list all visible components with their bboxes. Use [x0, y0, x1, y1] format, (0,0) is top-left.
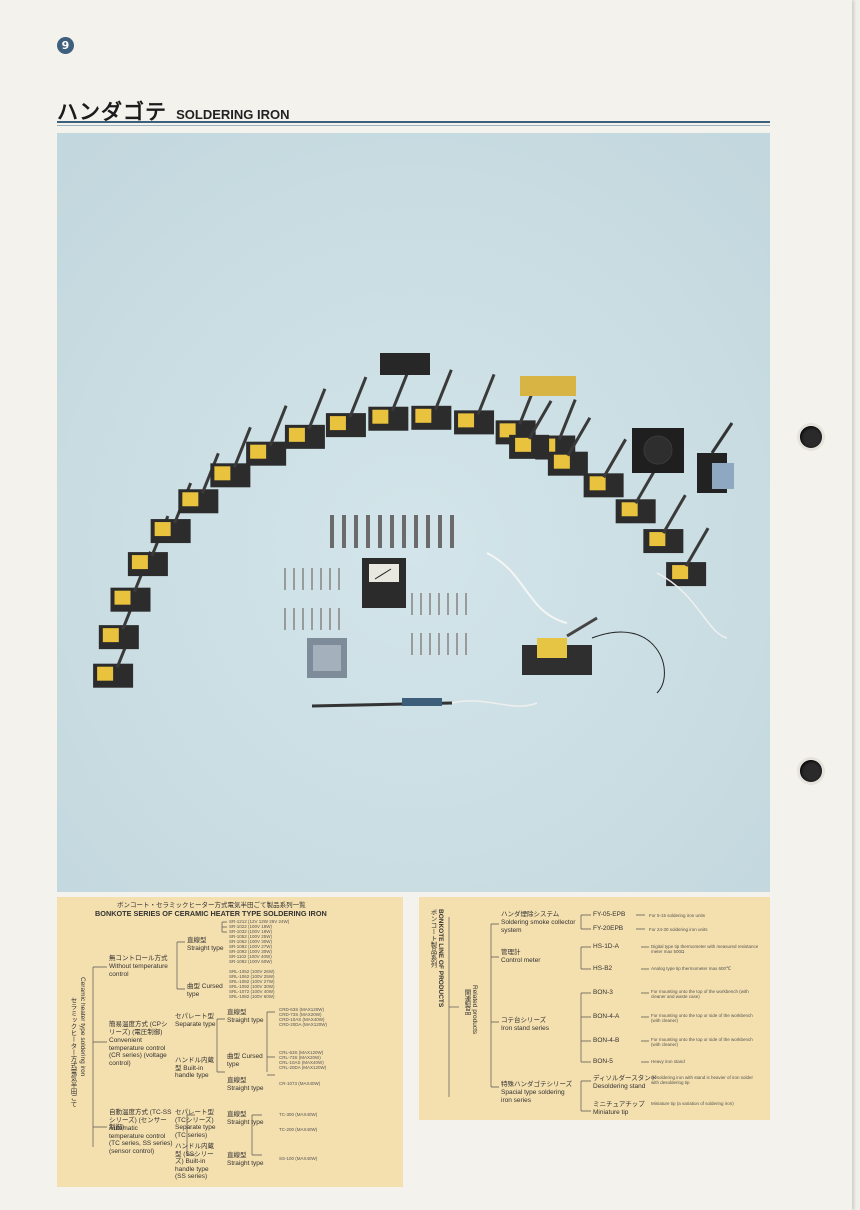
title-japanese: ハンダゴテ: [57, 100, 167, 124]
note-desolder: Desoldering iron with stand is heavier o…: [651, 1075, 754, 1085]
bonkote-line-chart: ボンコート製品系列 BONKOTE LINE OF PRODUCTS 関連製品 …: [419, 897, 770, 1120]
group-smoke-jp: ハンダ煙除システム: [501, 911, 560, 918]
miniature-tip-en: Miniature tip: [593, 1109, 629, 1116]
model-bon4a: BON-4-A: [593, 1013, 620, 1020]
note-bon3: For mounting onto the top of the workben…: [651, 989, 749, 999]
bonkote-series-chart: ボンコート・セラミックヒーター方式電気半田ごて製品系列一覧 BONKOTE SE…: [57, 897, 403, 1187]
binder-hole-bottom: [800, 760, 822, 782]
product-photo: [57, 133, 770, 892]
note-bon4b: For mounting onto the top or side of the…: [651, 1037, 753, 1047]
title-english: SOLDERING IRON: [176, 107, 290, 122]
line-chart-root-jp: ボンコート製品系列: [429, 909, 436, 968]
models-cursed-1: SRL-1052 (100V 26W)SRL-1062 (100V 25W) S…: [229, 969, 275, 999]
desoldering-stand-jp: ディソルダースタンド: [593, 1075, 658, 1082]
series-chart-title-en: BONKOTE SERIES OF CERAMIC HEATER TYPE SO…: [95, 909, 327, 918]
model-bon4b: BON-4-B: [593, 1037, 620, 1044]
model-tc-straight: TC-300 (MAX40W): [279, 1112, 318, 1117]
group-smoke-en: Soldering smoke collector system: [501, 919, 576, 934]
note-fy05: For 5-15 soldering iron units: [649, 913, 706, 918]
group-meter-en: Control meter: [501, 957, 541, 964]
group-convenient-jp: 簡易温度方式 (CPシリーズ) (電圧制御): [109, 1021, 168, 1036]
model-ss-straight: SS-100 (MAX40W): [279, 1156, 318, 1161]
group-automatic-jp: 自動温度方式 (TC-SSシリーズ) (センサー制御): [109, 1109, 172, 1131]
models-straight-1: SR-1212 (12V 12W 26V 24W)SR-1022 (100V 1…: [229, 919, 290, 964]
model-fy05: FY-05-EPB: [593, 911, 626, 918]
note-miniature: Miniature tip (a variation of soldering …: [651, 1101, 734, 1106]
model-hs1d: HS-1D-A: [593, 943, 620, 950]
group-convenient-en: Convenient temperature control (CR serie…: [109, 1037, 167, 1067]
model-bon3: BON-3: [593, 989, 613, 996]
binder-hole-top: [800, 426, 822, 448]
sub-builtin-cr: ハンドル内蔵型 Built-in handle type: [175, 1057, 214, 1079]
line-chart-lines: [448, 914, 649, 1112]
group-meter-jp: 管理計: [501, 949, 521, 956]
sub-straight-1: 直線型 Straight type: [187, 937, 224, 952]
note-hsb2: Analog type tip thermometer max 600℃: [651, 966, 732, 971]
series-chart-root-en: Ceramic heater type soldering iron: [79, 977, 86, 1077]
miniature-tip-jp: ミニチュアチップ: [593, 1101, 645, 1108]
sub-separate-tc: セパレート型 (TCシリーズ) Separate type (TC series…: [175, 1109, 216, 1139]
group-stand-jp: コテ台シリーズ: [501, 1017, 547, 1024]
group-special-en: Spacial type soldering iron series: [501, 1089, 565, 1104]
series-chart-lines: [92, 921, 275, 1156]
model-hsb2: HS-B2: [593, 965, 613, 972]
group-without-temp-en: Without temperature control: [109, 963, 168, 978]
related-products-jp: 関連製品: [463, 989, 470, 1015]
model-cr-builtin: CR-1073 (MAX40W): [279, 1081, 321, 1086]
models-cr-cursed: CRL-63S (MAX120W)CRL-73S (MAX20W) CRL-10…: [279, 1050, 327, 1070]
sub-straight-5: 直線型 Straight type: [227, 1152, 264, 1167]
page-number-badge: 9: [57, 37, 74, 54]
series-chart-title-jp: ボンコート・セラミックヒーター方式電気半田ごて製品系列一覧: [117, 902, 306, 909]
desoldering-stand-en: Desoldering stand: [593, 1083, 646, 1090]
sub-builtin-ss: ハンドル内蔵型 (SSシリーズ) Built-in handle type (S…: [175, 1143, 214, 1180]
model-tc-straight-2: TC-200 (MAX40W): [279, 1127, 318, 1132]
models-cr-straight: CRD-63S (MAX120W)CRD-73S (MAX20W) CRD-10…: [279, 1007, 328, 1027]
sub-cursed-2: 曲型 Cursed type: [227, 1053, 263, 1068]
model-bon5: BON-5: [593, 1058, 613, 1065]
note-bon4a: For mounting onto the top or side of the…: [651, 1013, 753, 1023]
sub-straight-4: 直線型 Straight type: [227, 1111, 264, 1126]
sub-straight-2: 直線型 Straight type: [227, 1009, 264, 1024]
related-products-en: Related products: [471, 985, 478, 1035]
group-automatic-en: Automatic temperature control (TC series…: [109, 1125, 173, 1155]
title-rule: [57, 121, 770, 123]
series-chart-root-jp: セラミックヒーター方式電気半田ごて: [69, 997, 76, 1108]
group-without-temp-jp: 無コントロール方式: [109, 955, 168, 962]
sub-cursed-1: 曲型 Cursed type: [187, 983, 223, 998]
note-hs1d: Digital type tip thermometer with measur…: [651, 944, 759, 954]
title-rule-thin: [57, 125, 770, 126]
note-bon5: Heavy iron stand: [651, 1059, 685, 1064]
note-fy20: For 24-30 soldering iron units: [649, 927, 708, 932]
group-stand-en: Iron stand series: [501, 1025, 550, 1032]
group-special-jp: 特殊ハンダゴテシリーズ: [501, 1081, 573, 1088]
sub-straight-3: 直線型 Straight type: [227, 1077, 264, 1092]
page-title: ハンダゴテ SOLDERING IRON: [57, 96, 290, 126]
sub-separate-cr: セパレート型 Separate type: [175, 1013, 216, 1028]
model-fy20: FY-20EPB: [593, 925, 624, 932]
line-chart-root-en: BONKOTE LINE OF PRODUCTS: [437, 909, 444, 1008]
product-photo-illustration: [57, 133, 770, 892]
